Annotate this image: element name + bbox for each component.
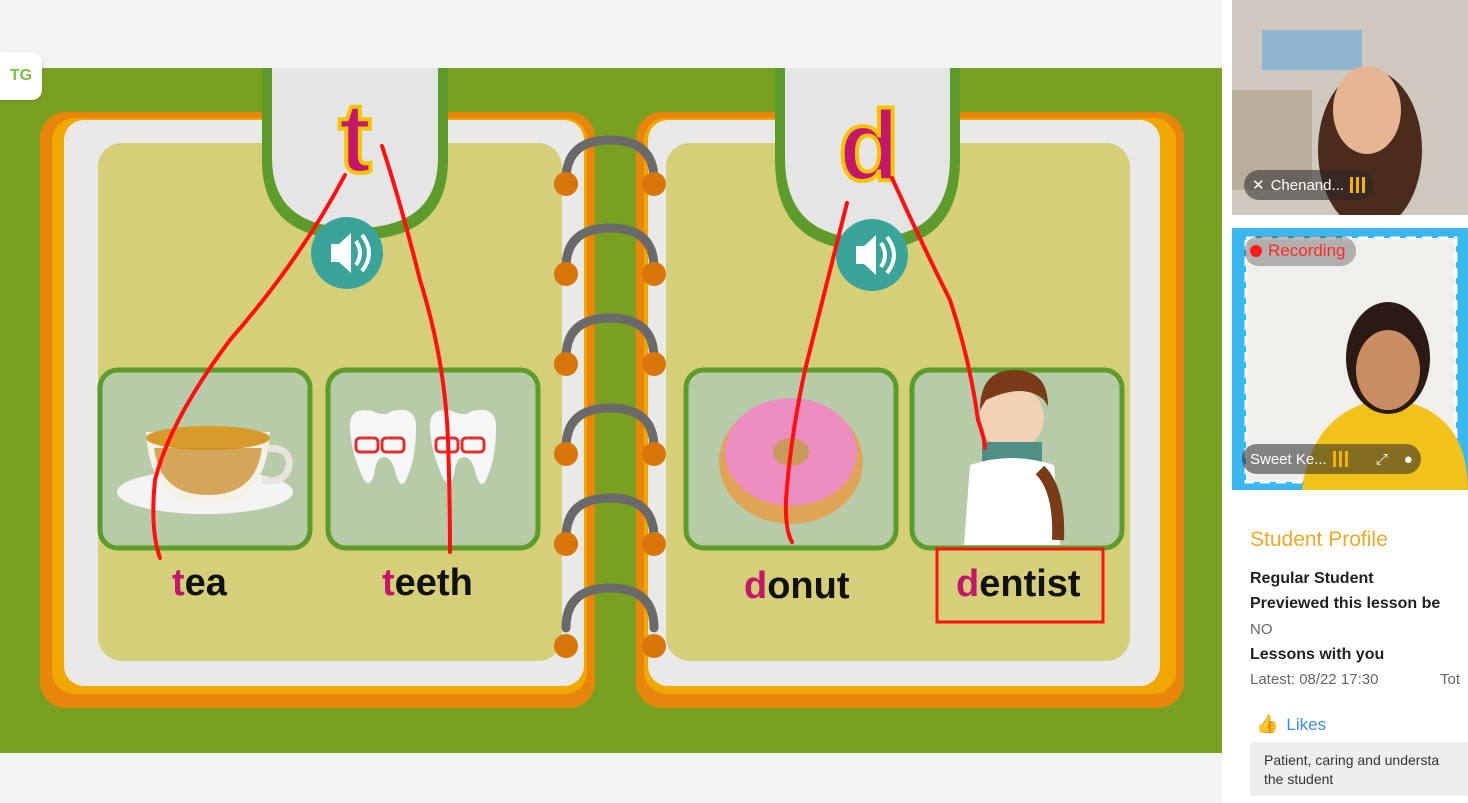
total-lessons: Tot [1440,671,1461,688]
annotation-overlay [151,144,1105,624]
recording-status: Recording [1268,241,1346,260]
mic-icon[interactable]: ● [1403,450,1413,468]
profile-title: Student Profile [1250,528,1388,551]
right-page-letter: d [838,90,899,202]
previewed-value: NO [1250,621,1273,638]
annotation-stroke [890,176,987,450]
lessons-label: Lessons with you [1250,646,1385,663]
teacher-name: Sweet Ke... [1250,450,1327,468]
annotation-stroke [783,201,849,544]
lesson-stage: t d tea teeth donut dentist [0,68,1222,803]
student-type: Regular Student [1250,570,1374,587]
teacher-name-pill: Sweet Ke... ⤢ ● [1242,444,1421,474]
like-comment: Patient, caring and understa the student [1250,742,1468,796]
word-dentist: dentist [956,563,1081,605]
student-video-feed [1232,0,1468,215]
tg-badge[interactable]: TG [0,52,42,100]
previewed-label: Previewed this lesson be [1250,595,1441,612]
annotation-box [935,547,1105,624]
recording-indicator: Recording [1244,236,1356,266]
recording-dot-icon [1250,245,1262,257]
mic-off-icon: ✕ [1252,177,1265,194]
student-name-pill: ✕ Chenand... [1244,170,1373,200]
signal-strength-icon [1349,177,1365,193]
likes-label: Likes [1286,714,1327,734]
likes-section[interactable]: 👍 Likes [1256,714,1326,735]
word-teeth: teeth [382,562,473,604]
word-donut: donut [744,565,850,607]
annotation-stroke [380,144,452,554]
teacher-video: Sweet Ke... ⤢ ● [1232,228,1468,490]
latest-lesson: Latest: 08/22 17:30 [1250,671,1379,688]
signal-strength-icon [1332,451,1348,467]
expand-icon[interactable]: ⤢ [1375,450,1388,468]
word-tea: tea [172,562,227,604]
bottom-strip [0,753,1222,803]
left-page-letter: t [338,82,371,194]
student-name: Chenand... [1270,176,1344,194]
thumbs-up-icon: 👍 [1256,714,1279,734]
annotation-stroke [151,173,347,560]
student-video: ✕ Chenand... [1232,0,1468,215]
